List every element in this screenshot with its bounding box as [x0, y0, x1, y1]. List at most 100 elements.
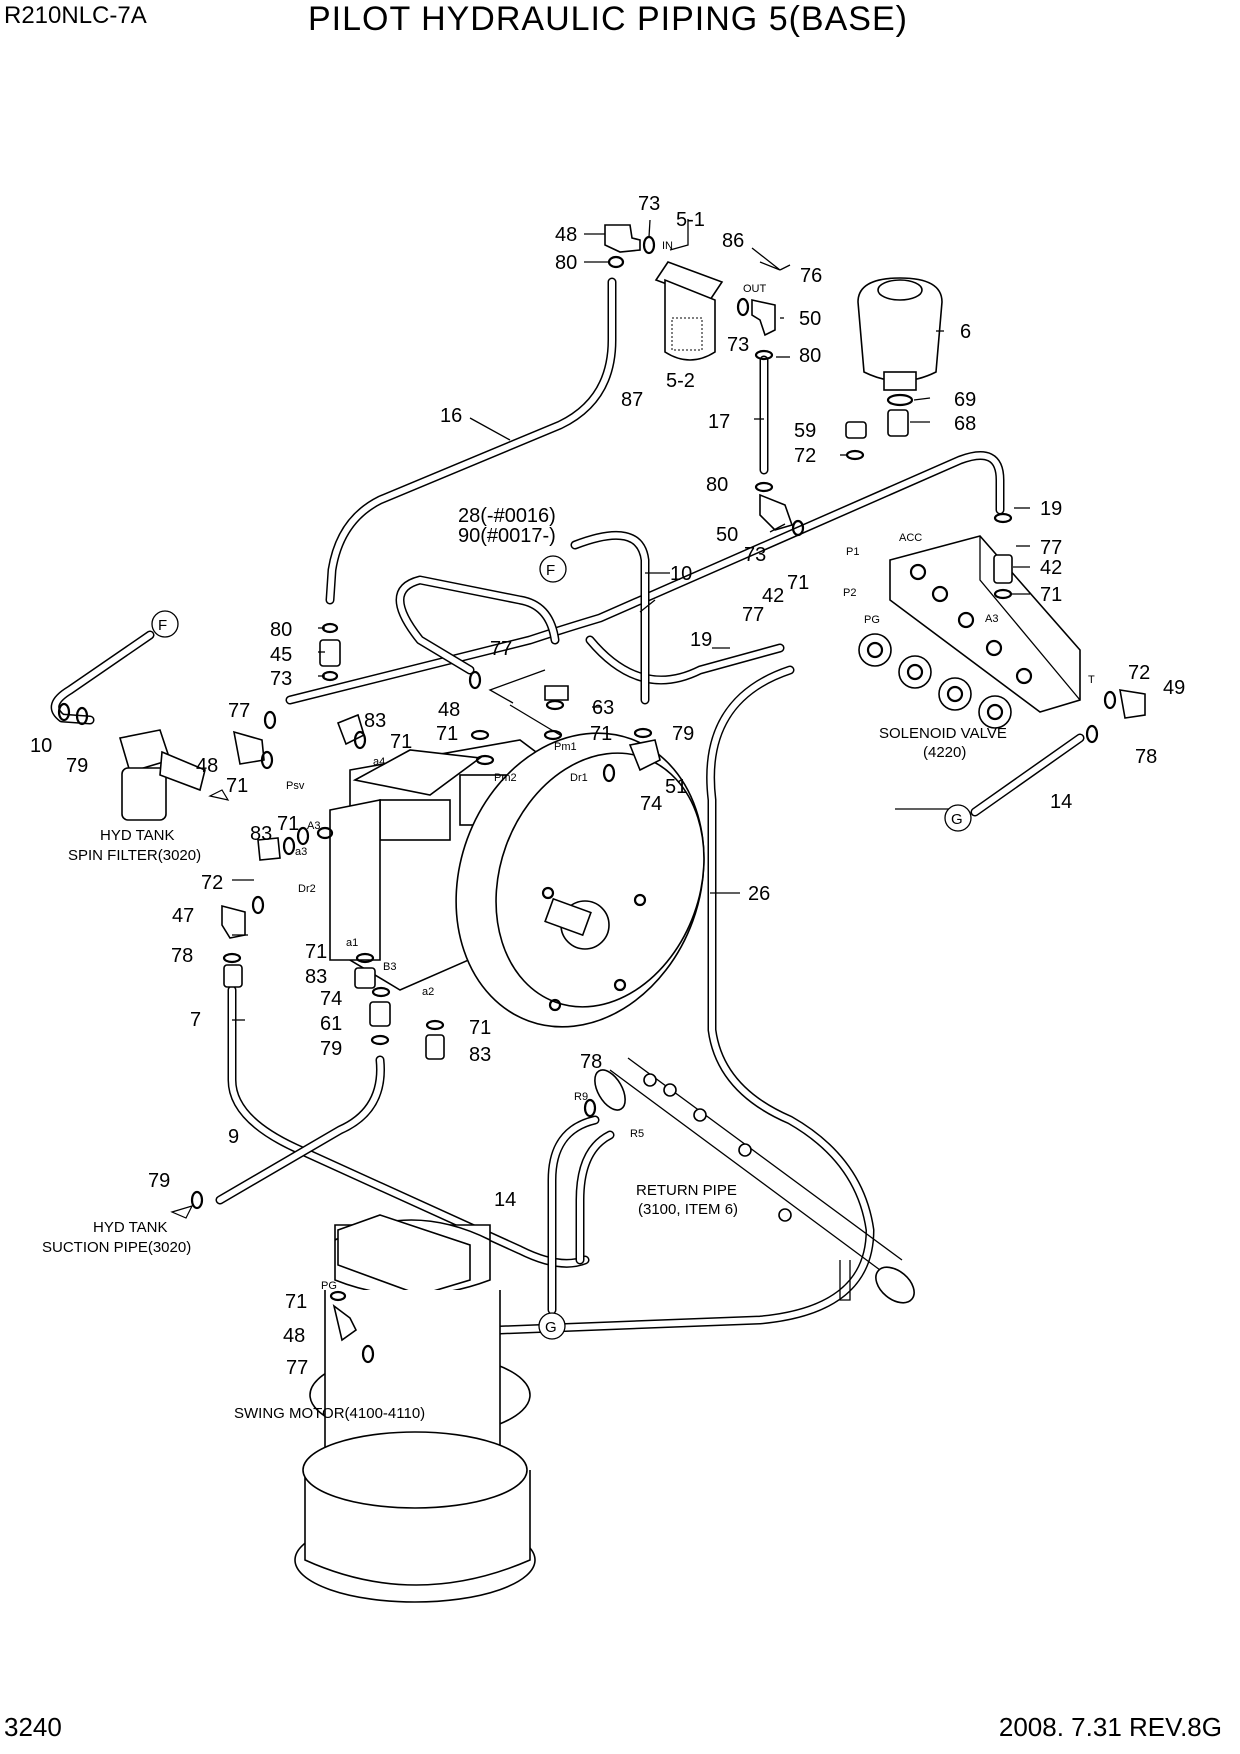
port-pm1: Pm1 — [554, 741, 577, 753]
spin-filter-note-1: HYD TANK — [100, 827, 174, 844]
connector-label: F — [158, 617, 167, 634]
callout-73-left: 73 — [270, 668, 292, 690]
callout-19-mid: 19 — [690, 629, 712, 651]
callout-5-1: 5-1 — [676, 209, 705, 231]
callout-48: 48 — [555, 224, 577, 246]
callout-63: 63 — [592, 697, 614, 719]
callout-71-left: 71 — [226, 775, 248, 797]
callout-73: 73 — [638, 193, 660, 215]
accumulator — [857, 277, 943, 391]
port-dr2: Dr2 — [298, 883, 316, 895]
port-pm2: Pm2 — [494, 772, 517, 784]
callout-86: 86 — [722, 230, 744, 252]
solenoid-valve-block — [858, 535, 1081, 729]
spin-filter-note-2: SPIN FILTER(3020) — [68, 847, 201, 864]
callout-83-a2: 83 — [469, 1044, 491, 1066]
port-p2: P2 — [843, 587, 856, 599]
callout-77-left: 77 — [228, 700, 250, 722]
port-pg-swing: PG — [321, 1280, 337, 1292]
callout-42-right: 42 — [1040, 557, 1062, 579]
main-pump — [329, 732, 705, 1028]
callout-9: 9 — [228, 1126, 239, 1148]
solenoid-valve-note-1: SOLENOID VALVE — [879, 725, 1007, 742]
callout-17: 17 — [708, 411, 730, 433]
callout-74-dr1: 74 — [640, 793, 662, 815]
callout-73-mid: 73 — [727, 334, 749, 356]
callout-69: 69 — [954, 389, 976, 411]
fittings — [57, 224, 1146, 1364]
callout-71-p2: 71 — [787, 572, 809, 594]
callout-47: 47 — [172, 905, 194, 927]
callout-87: 87 — [621, 389, 643, 411]
page-title: PILOT HYDRAULIC PIPING 5(BASE) — [308, 0, 908, 38]
spin-filter — [118, 729, 206, 821]
callout-74-b3: 74 — [320, 988, 342, 1010]
connector-g-right: G — [944, 804, 972, 832]
callout-19-right: 19 — [1040, 498, 1062, 520]
port-a2: a2 — [422, 986, 434, 998]
revision-date: 2008. 7.31 REV.8G — [998, 1712, 1222, 1742]
port-in: IN — [662, 240, 673, 252]
part-90-note: 90(#0017-) — [458, 525, 556, 547]
connector-g-bottom: G — [538, 1312, 566, 1340]
callout-71-swing: 71 — [285, 1291, 307, 1313]
callout-83-a3: 83 — [250, 823, 272, 845]
part-callouts: 73 5-1 48 80 86 76 50 73 80 6 87 5-2 69 … — [30, 193, 1185, 1379]
callout-71-pm2: 71 — [436, 723, 458, 745]
port-a1: a1 — [346, 937, 358, 949]
callout-68: 68 — [954, 413, 976, 435]
callout-16: 16 — [440, 405, 462, 427]
port-a3-small: a3 — [295, 846, 307, 858]
callout-78-left: 78 — [171, 945, 193, 967]
port-a3-pump: A3 — [307, 820, 320, 832]
callout-77-right: 77 — [1040, 537, 1062, 559]
callout-48-swing: 48 — [283, 1325, 305, 1347]
port-b3: B3 — [383, 961, 396, 973]
port-acc: ACC — [899, 532, 922, 544]
callout-80-mid: 80 — [799, 345, 821, 367]
callout-45: 45 — [270, 644, 292, 666]
port-labels: IN OUT ACC P1 P2 PG A3 T Psv a4 Pm2 Pm1 … — [286, 240, 1095, 1292]
part-28-note: 28(-#0016) — [458, 505, 556, 527]
callout-79-pm1: 79 — [672, 723, 694, 745]
swing-motor-note: SWING MOTOR(4100-4110) — [234, 1405, 425, 1422]
callout-48-left: 48 — [196, 755, 218, 777]
port-p1: P1 — [846, 546, 859, 558]
suction-pipe-note-2: SUCTION PIPE(3020) — [42, 1239, 191, 1256]
callout-71-right: 71 — [1040, 584, 1062, 606]
line-filter — [654, 261, 724, 361]
callout-80-left: 80 — [270, 619, 292, 641]
page-number: 3240 — [4, 1712, 62, 1742]
callout-77-p2: 77 — [742, 604, 764, 626]
callout-7: 7 — [190, 1009, 201, 1031]
callout-10-top: 10 — [670, 563, 692, 585]
callout-5-2: 5-2 — [666, 370, 695, 392]
callout-50-top: 50 — [799, 308, 821, 330]
callout-76: 76 — [800, 265, 822, 287]
callout-61: 61 — [320, 1013, 342, 1035]
callout-80: 80 — [555, 252, 577, 274]
callout-78-ret: 78 — [580, 1051, 602, 1073]
port-a3-sol: A3 — [985, 613, 998, 625]
callout-72-left: 72 — [201, 872, 223, 894]
callout-10-left: 10 — [30, 735, 52, 757]
callout-71-pm1: 71 — [590, 723, 612, 745]
callout-71-a1: 71 — [305, 941, 327, 963]
connector-f-top: F — [539, 555, 567, 583]
hoses — [50, 277, 1085, 1335]
port-out: OUT — [743, 283, 767, 295]
callout-59: 59 — [794, 420, 816, 442]
connector-f-left: F — [151, 610, 179, 638]
model-code: R210NLC-7A — [4, 2, 147, 29]
port-r5: R5 — [630, 1128, 644, 1140]
port-dr1: Dr1 — [570, 772, 588, 784]
callout-48-mid: 48 — [438, 699, 460, 721]
callout-42-p2: 42 — [762, 585, 784, 607]
return-pipe-note-1: RETURN PIPE — [636, 1182, 737, 1199]
connector-label: F — [546, 562, 555, 579]
port-psv: Psv — [286, 780, 305, 792]
callout-77-mid: 77 — [490, 638, 512, 660]
callout-79-left: 79 — [66, 755, 88, 777]
callout-71-a2: 71 — [469, 1017, 491, 1039]
